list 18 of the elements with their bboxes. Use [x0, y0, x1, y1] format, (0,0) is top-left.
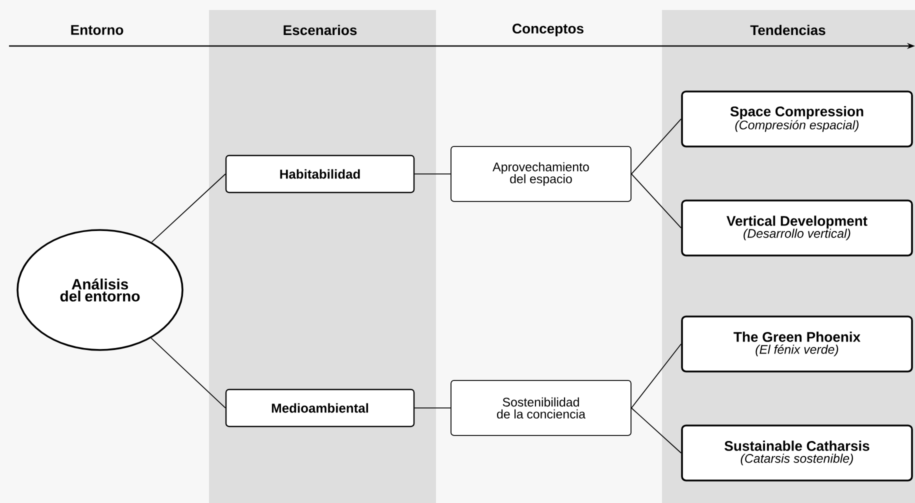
- connector-line: [631, 174, 682, 228]
- scenario-box: Habitabilidad: [225, 154, 415, 194]
- trend-box: The Green Phoenix (El fénix verde): [681, 316, 913, 372]
- concept-box: Sostenibilidad de la conciencia: [450, 380, 632, 436]
- trend-box: Space Compression (Compresión espacial): [681, 90, 913, 148]
- connector-line: [631, 408, 682, 454]
- column-heading: Escenarios: [284, 24, 357, 36]
- connector-line: [150, 338, 226, 408]
- trend-box: Sustainable Catharsis (Catarsis sostenible): [681, 424, 913, 482]
- column-heading: Entorno: [71, 25, 124, 35]
- column-heading: Conceptos: [512, 24, 584, 36]
- concept-box: Aprovechamiento del espacio: [450, 146, 632, 202]
- column-heading: Tendencias: [750, 24, 826, 36]
- connector-line: [631, 118, 682, 174]
- connector-line: [151, 174, 226, 243]
- scenario-box: Medioambiental: [225, 388, 415, 428]
- trend-box: Vertical Development (Desarrollo vertical): [681, 200, 913, 256]
- connector-line: [631, 344, 682, 408]
